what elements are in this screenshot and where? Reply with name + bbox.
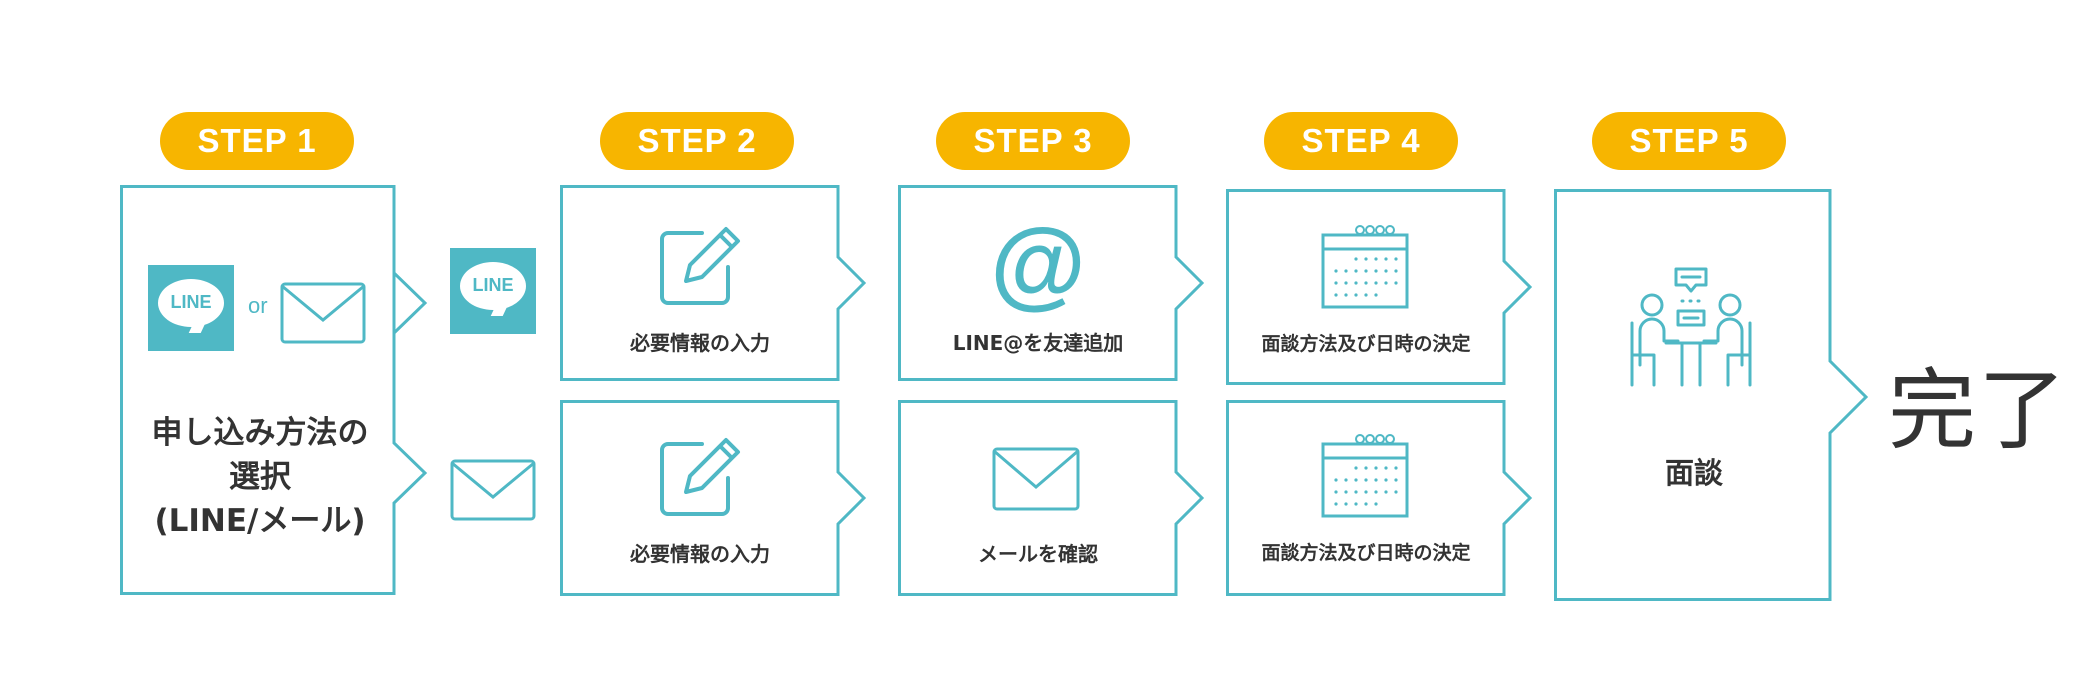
edit-icon — [660, 438, 740, 516]
step-1-badge: STEP 1 — [160, 112, 354, 170]
step-2-bottom-box: 必要情報の入力 — [560, 400, 870, 596]
step-4-top-box: 面談方法及び日時の決定 — [1226, 189, 1536, 385]
step-3-badge: STEP 3 — [936, 112, 1130, 170]
step-1-frame — [120, 185, 428, 595]
line-logo-text: LINE — [170, 292, 212, 312]
envelope-icon — [280, 282, 366, 344]
calendar-icon — [1321, 434, 1409, 518]
step-2-bottom-caption: 必要情報の入力 — [630, 542, 770, 566]
step-3-bottom-frame — [898, 400, 1205, 596]
at-icon: @ — [992, 221, 1084, 313]
branch-line-logo-text: LINE — [472, 275, 514, 295]
or-text: or — [248, 293, 268, 318]
meeting-icon — [1630, 267, 1752, 387]
step-4-badge: STEP 4 — [1264, 112, 1458, 170]
step-4-bottom-caption: 面談方法及び日時の決定 — [1261, 542, 1471, 564]
step-4-top-caption: 面談方法及び日時の決定 — [1261, 333, 1471, 355]
edit-icon — [660, 227, 740, 305]
step-1-caption: 申し込み方法の 選択 (LINE/メール) — [151, 415, 369, 539]
step-2-badge: STEP 2 — [600, 112, 794, 170]
calendar-icon — [1321, 225, 1409, 309]
branch-line-logo: LINE — [450, 248, 536, 334]
step-3-bottom-caption: メールを確認 — [978, 542, 1098, 566]
step-2-top-box: 必要情報の入力 — [560, 185, 870, 381]
step-1-box: LINE or 申し込み方法の 選択 (LINE/メール) — [120, 185, 430, 595]
step-2-bottom-frame — [560, 400, 867, 596]
step-5-caption: 面談 — [1664, 456, 1723, 490]
step-5-box: 面談 — [1554, 189, 1874, 601]
line-logo: LINE — [148, 265, 234, 351]
step-4-bottom-box: 面談方法及び日時の決定 — [1226, 400, 1536, 596]
step-3-bottom-box: メールを確認 — [898, 400, 1208, 596]
step-4-top-frame — [1226, 189, 1533, 385]
step-3-top-caption: LINE@を友達追加 — [952, 331, 1124, 355]
completion-text: 完了 — [1888, 359, 2069, 462]
step-4-bottom-frame — [1226, 400, 1533, 596]
step-3-top-frame — [898, 185, 1205, 381]
step-5-badge: STEP 5 — [1592, 112, 1786, 170]
svg-text:@: @ — [992, 221, 1084, 313]
step-3-top-box: @ LINE@を友達追加 — [898, 185, 1208, 381]
step-5-frame — [1554, 189, 1869, 601]
envelope-icon — [992, 447, 1080, 511]
step-2-top-caption: 必要情報の入力 — [630, 331, 770, 355]
branch-envelope-icon — [450, 459, 536, 521]
step-2-top-frame — [560, 185, 867, 381]
